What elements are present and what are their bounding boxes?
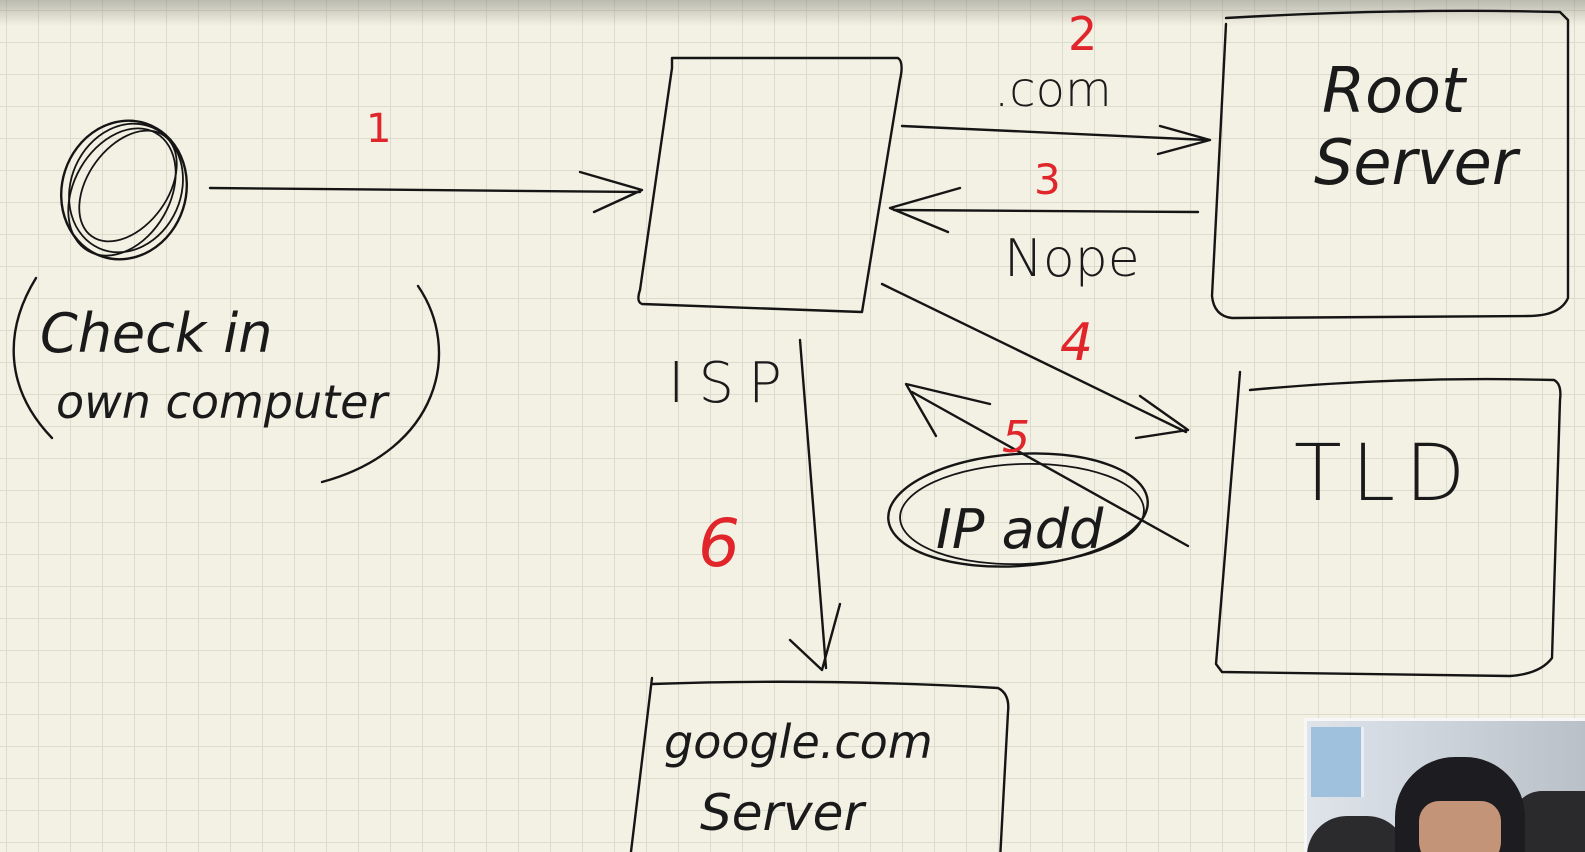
arrow-client-to-isp: [208, 170, 644, 214]
webcam-chair: [1307, 816, 1407, 852]
left-parenthesis: [12, 276, 54, 440]
webcam-background-window: [1311, 727, 1364, 797]
isp-box: [637, 56, 903, 314]
to-root-label: .com: [994, 62, 1112, 118]
ip-address-label: IP add: [936, 498, 1104, 561]
client-note-line2: own computer: [56, 375, 390, 429]
google-server-box: [629, 676, 1010, 852]
arrow-isp-to-root: [900, 124, 1212, 156]
step-4-label: 4: [1060, 313, 1093, 373]
isp-label: ISP: [668, 351, 796, 416]
tld-label: TLD: [1294, 429, 1475, 519]
step-1-label: 1: [366, 106, 391, 152]
arrow-isp-to-google: [788, 338, 842, 672]
arrow-isp-to-tld: [880, 282, 1190, 440]
tld-box: [1214, 370, 1562, 678]
google-server-line1: google.com: [664, 715, 933, 769]
step-6-label: 6: [698, 505, 740, 582]
client-circle: [59, 119, 189, 261]
arrow-root-to-isp: [888, 186, 1200, 234]
client-note-line1: Check in: [40, 302, 273, 365]
ip-address-oval: [887, 452, 1149, 568]
presenter-webcam: [1304, 718, 1585, 852]
webcam-presenter-face: [1419, 801, 1501, 852]
google-server-line2: Server: [700, 784, 867, 842]
right-parenthesis: [320, 284, 441, 484]
from-root-label: Nope: [1004, 229, 1140, 289]
step-2-label: 2: [1068, 7, 1097, 61]
root-server-box: [1210, 9, 1570, 320]
root-server-line1: Root: [1322, 54, 1468, 127]
step-3-label: 3: [1034, 155, 1061, 204]
root-server-line2: Server: [1314, 126, 1521, 199]
